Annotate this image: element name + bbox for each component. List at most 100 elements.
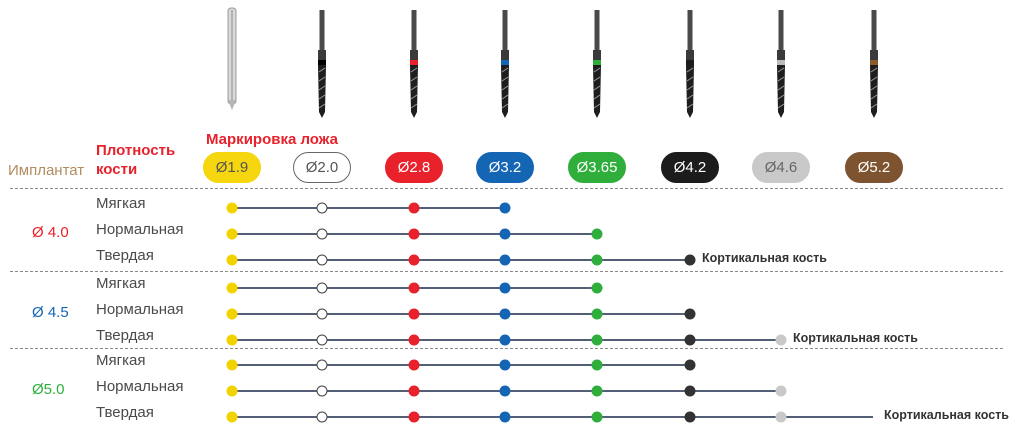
drill-flute-stripe <box>870 103 878 109</box>
drill-step-dot <box>775 385 787 397</box>
drill-step-dot <box>408 359 420 371</box>
bone-density-label: Твердая <box>96 404 154 421</box>
drill-step-dot <box>591 385 603 397</box>
drill-step-dot <box>226 308 238 320</box>
drill-step-dot <box>591 308 603 320</box>
drill-flute-icon <box>777 65 785 118</box>
bone-density-label: Твердая <box>96 247 154 264</box>
drill-flute-icon <box>318 65 326 118</box>
drill-flute-stripe <box>501 103 509 109</box>
implant-diameter-label: Ø 4.5 <box>32 304 69 321</box>
drill-flute-stripe <box>410 67 418 73</box>
drill-color-band <box>593 60 601 65</box>
pilot-drill-tip <box>228 100 236 110</box>
drill-flute-icon <box>501 65 509 118</box>
drill-flute-stripe <box>686 67 694 73</box>
drill-step-dot <box>316 359 328 371</box>
drill-step-dot <box>591 254 603 266</box>
drill-collar <box>410 50 418 60</box>
drill-step-dot <box>684 359 696 371</box>
implant-header: Имплантат <box>8 162 85 179</box>
drill-marking-badge: Ø4.2 <box>661 152 719 183</box>
drill-step-dot <box>408 254 420 266</box>
drill-flute-stripe <box>410 76 418 82</box>
drill-step-dot <box>316 411 328 423</box>
drill-step-dot <box>226 411 238 423</box>
drill-flute-stripe <box>686 103 694 109</box>
drill-flute-stripe <box>501 67 509 73</box>
bone-density-label: Мягкая <box>96 195 146 212</box>
drill-step-dot <box>499 282 511 294</box>
drill-step-dot <box>684 411 696 423</box>
drill-collar <box>686 50 694 60</box>
drill-step-dot <box>226 359 238 371</box>
drill-marking-badge: Ø2.8 <box>385 152 443 183</box>
drill-step-dot <box>226 228 238 240</box>
drill-step-dot <box>316 282 328 294</box>
drill-shank-icon <box>778 10 784 50</box>
drill-flute-stripe <box>318 94 326 100</box>
drill-shank-icon <box>502 10 508 50</box>
drill-step-dot <box>408 385 420 397</box>
group-separator <box>10 271 1003 272</box>
drill-color-band <box>777 60 785 65</box>
drill-step-dot <box>408 308 420 320</box>
drill-step-dot <box>316 202 328 214</box>
drill-flute-stripe <box>593 76 601 82</box>
drill-step-dot <box>408 334 420 346</box>
drill-flute-stripe <box>318 76 326 82</box>
drill-step-dot <box>316 308 328 320</box>
drill-step-dot <box>408 202 420 214</box>
drill-step-dot <box>499 254 511 266</box>
implant-diameter-label: Ø5.0 <box>32 381 65 398</box>
drill-collar <box>777 50 785 60</box>
drill-step-dot <box>499 308 511 320</box>
drill-flute-stripe <box>318 67 326 73</box>
drill-flute-icon <box>870 65 878 118</box>
drill-step-dot <box>591 282 603 294</box>
drill-flute-stripe <box>686 94 694 100</box>
drill-collar <box>501 50 509 60</box>
drill-flute-stripe <box>593 85 601 91</box>
drill-flute-stripe <box>686 76 694 82</box>
drill-flute-stripe <box>593 94 601 100</box>
drill-marking-badge: Ø4.6 <box>752 152 810 183</box>
drill-color-band <box>501 60 509 65</box>
drill-step-dot <box>226 254 238 266</box>
drill-flute-stripe <box>686 85 694 91</box>
drill-flute-stripe <box>410 103 418 109</box>
drill-step-dot <box>499 385 511 397</box>
drill-flute-stripe <box>870 76 878 82</box>
drill-flute-stripe <box>777 67 785 73</box>
drill-marking-badge: Ø3.2 <box>476 152 534 183</box>
drill-marking-badge: Ø3.65 <box>568 152 626 183</box>
drill-flute-stripe <box>318 103 326 109</box>
drill-flute-icon <box>410 65 418 118</box>
drill-step-dot <box>226 385 238 397</box>
implant-diameter-label: Ø 4.0 <box>32 224 69 241</box>
drill-step-dot <box>684 334 696 346</box>
bone-density-label: Твердая <box>96 327 154 344</box>
drill-step-dot <box>684 254 696 266</box>
bone-density-header-line2: кости <box>96 161 138 178</box>
drill-collar <box>870 50 878 60</box>
drill-flute-stripe <box>318 85 326 91</box>
drill-flute-icon <box>593 65 601 118</box>
drill-step-dot <box>316 254 328 266</box>
bed-marking-header: Маркировка ложа <box>206 131 338 148</box>
drill-step-dot <box>591 411 603 423</box>
drill-step-dot <box>499 334 511 346</box>
drill-flute-stripe <box>410 85 418 91</box>
drill-color-band <box>410 60 418 65</box>
group-separator <box>10 188 1003 189</box>
drill-flute-stripe <box>777 76 785 82</box>
drill-flute-stripe <box>593 103 601 109</box>
bone-density-header: Плотность кости <box>96 141 175 179</box>
drill-step-dot <box>316 385 328 397</box>
drill-step-dot <box>684 308 696 320</box>
cortical-bone-label: Кортикальная кость <box>793 331 918 345</box>
drill-shank-icon <box>687 10 693 50</box>
drill-step-dot <box>499 228 511 240</box>
drill-step-dot <box>316 228 328 240</box>
